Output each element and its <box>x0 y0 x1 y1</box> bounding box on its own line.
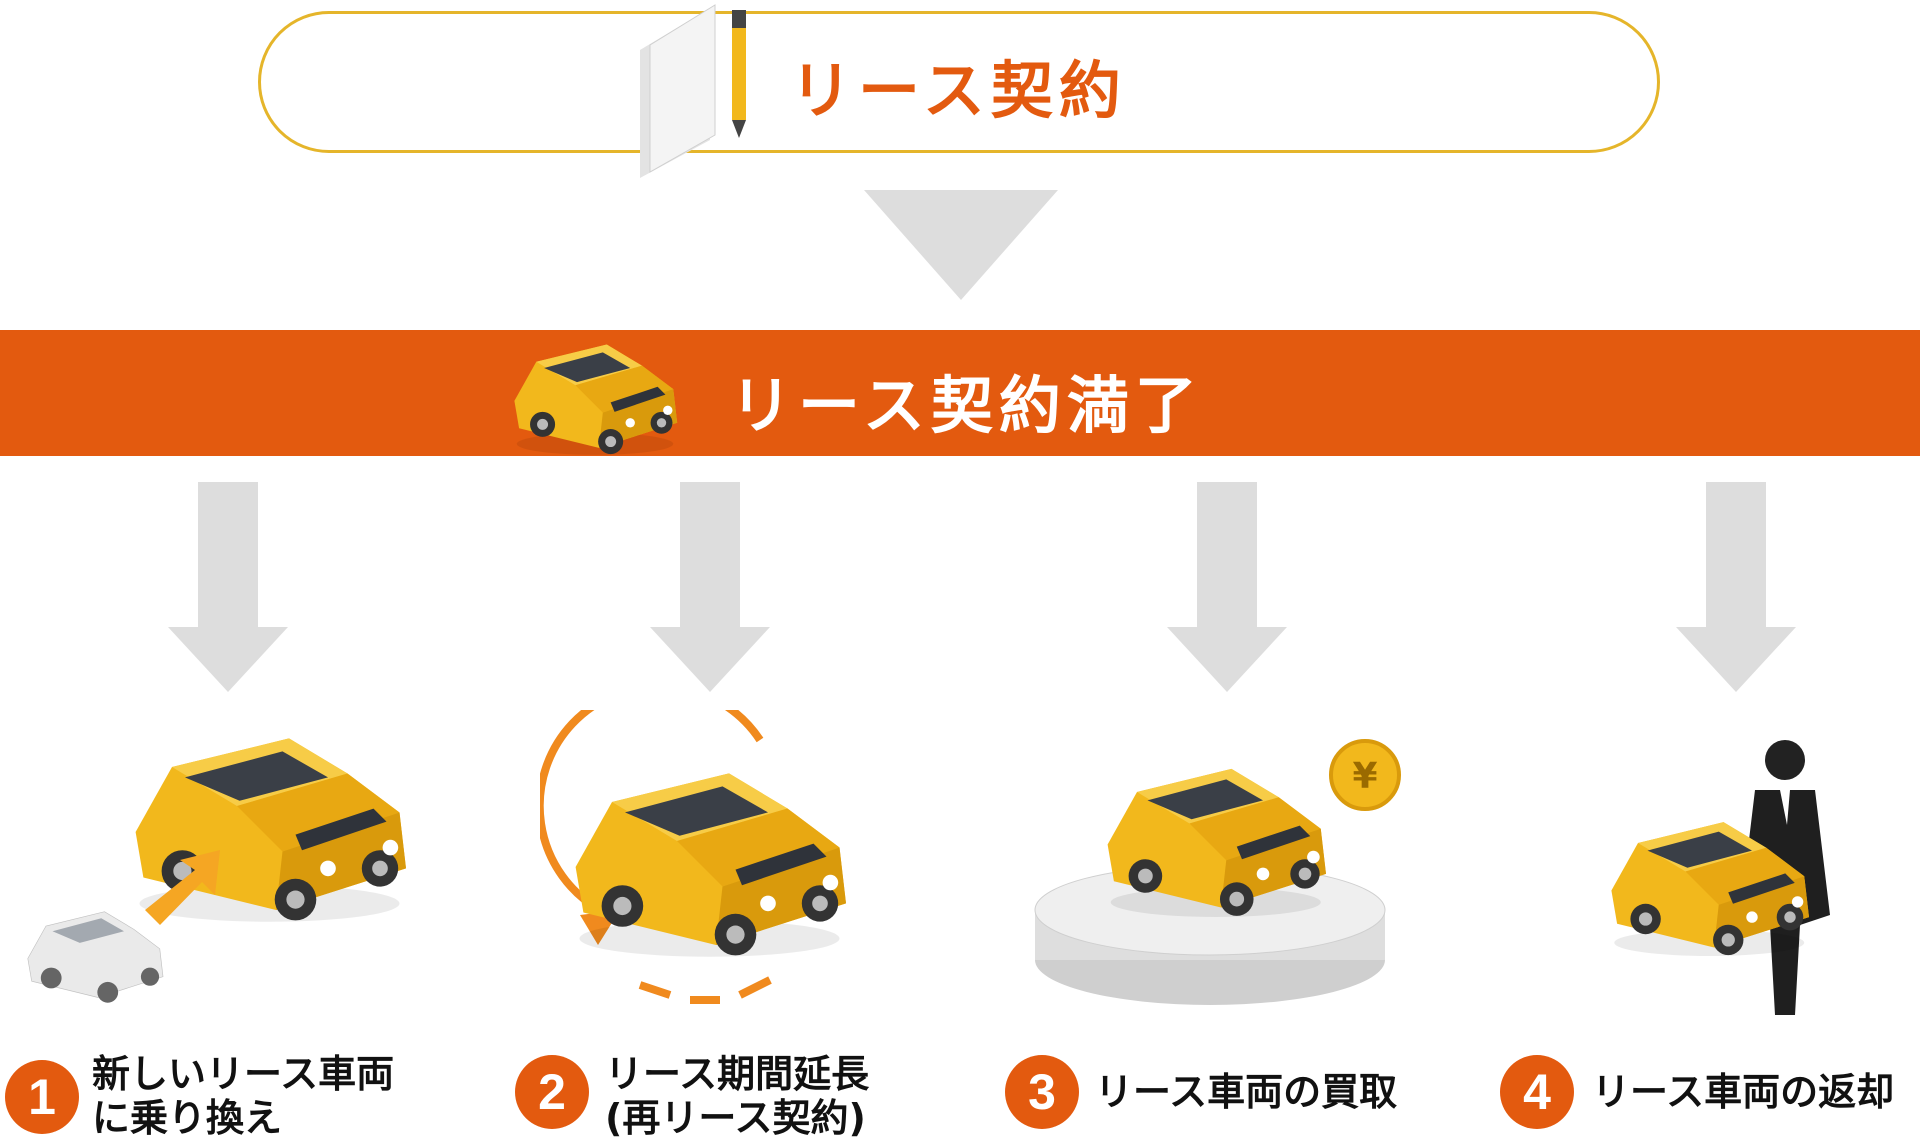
option-2-illustration <box>540 710 846 1004</box>
old-car-icon <box>27 911 164 1003</box>
option-2-line2: (再リース契約) <box>605 1096 866 1140</box>
option-4-line1: リース車両の返却 <box>1592 1070 1895 1114</box>
option-1-label: 新しいリース車両 に乗り換え <box>92 1052 394 1140</box>
option-1-line2: に乗り換え <box>92 1096 283 1140</box>
option-1-arrow <box>168 482 288 692</box>
option-2-arrow <box>650 482 770 692</box>
option-4-label: リース車両の返却 <box>1592 1070 1894 1114</box>
option-4-illustration <box>1611 740 1830 1015</box>
down-arrow-main <box>864 190 1058 300</box>
option-2-number-badge: 2 <box>515 1055 589 1129</box>
option-4-arrow <box>1676 482 1796 692</box>
contract-title: リース契約 <box>790 54 1127 127</box>
upgrade-arrow-icon <box>145 850 220 925</box>
car-icon <box>514 344 678 455</box>
option-2-line1: リース期間延長 <box>605 1052 870 1096</box>
contract-expiry-band <box>0 330 1920 456</box>
option-3-line1: リース車両の買取 <box>1095 1070 1398 1114</box>
option-1-line1: 新しいリース車両 <box>92 1052 395 1096</box>
contract-expiry-title: リース契約満了 <box>730 369 1203 442</box>
svg-text:¥: ¥ <box>1352 756 1377 797</box>
option-4-number-badge: 4 <box>1500 1055 1574 1129</box>
option-3-arrow <box>1167 482 1287 692</box>
document-pen-icon <box>640 4 746 178</box>
option-1-number-badge: 1 <box>5 1060 79 1134</box>
yen-coin-icon: ¥ <box>1329 739 1401 811</box>
option-3-number-badge: 3 <box>1005 1055 1079 1129</box>
circular-arrow-icon <box>540 710 764 914</box>
contract-pill <box>258 11 1660 153</box>
option-1-illustration <box>27 738 406 1003</box>
option-2-label: リース期間延長 (再リース契約) <box>605 1052 869 1140</box>
option-3-label: リース車両の買取 <box>1095 1070 1397 1114</box>
option-3-illustration: ¥ <box>1034 739 1401 1005</box>
